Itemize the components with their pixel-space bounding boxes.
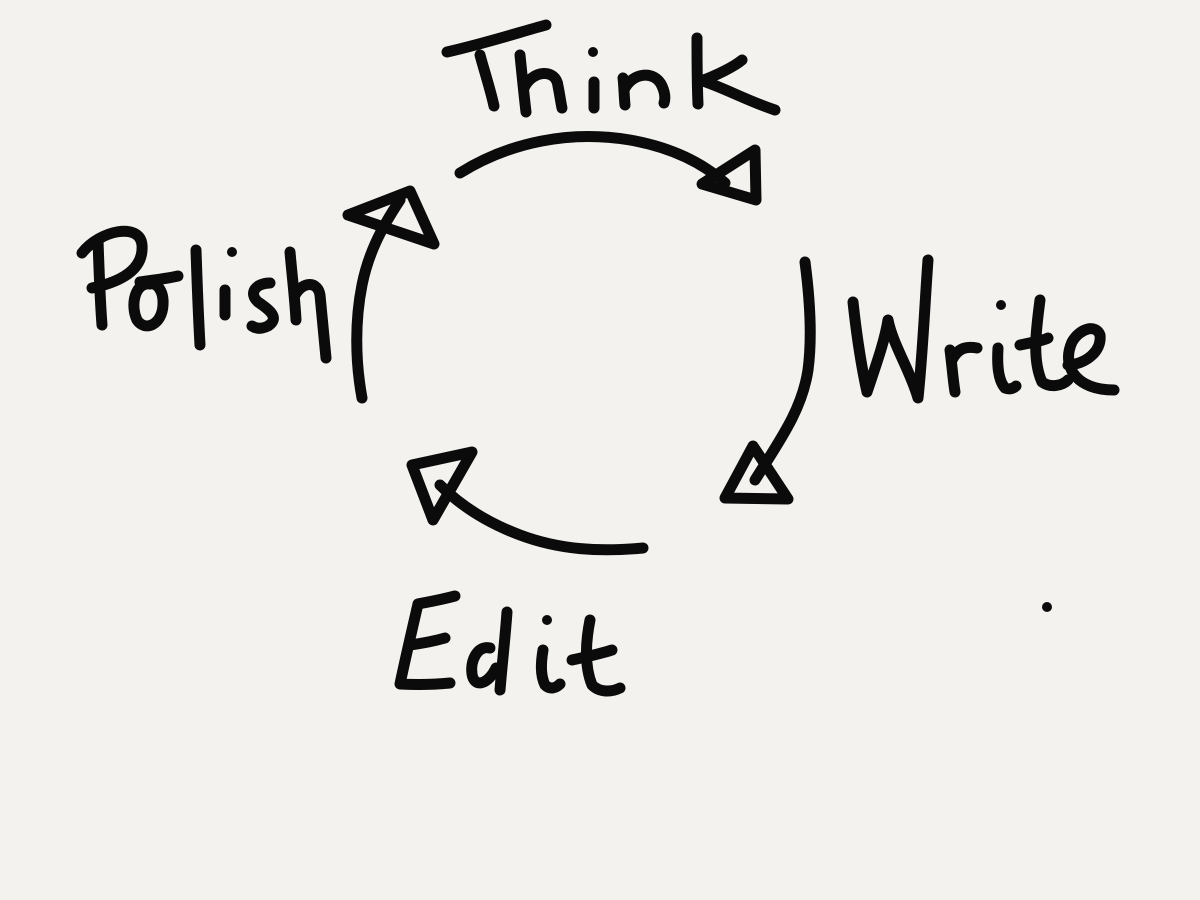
arrow-write-to-edit (719, 256, 816, 505)
svg-text:Think: Think (460, 79, 463, 81)
label-edit: Edit (394, 590, 626, 697)
label-write: Write (847, 254, 1120, 404)
stray-dot (1042, 602, 1052, 612)
label-polish: Polish (76, 225, 332, 364)
arrow-think-to-write (454, 131, 762, 206)
svg-text:Polish: Polish (90, 299, 93, 301)
arrow-edit-to-polish (406, 446, 649, 556)
arrow-polish-to-think (342, 185, 440, 404)
label-think: Think (441, 19, 781, 118)
